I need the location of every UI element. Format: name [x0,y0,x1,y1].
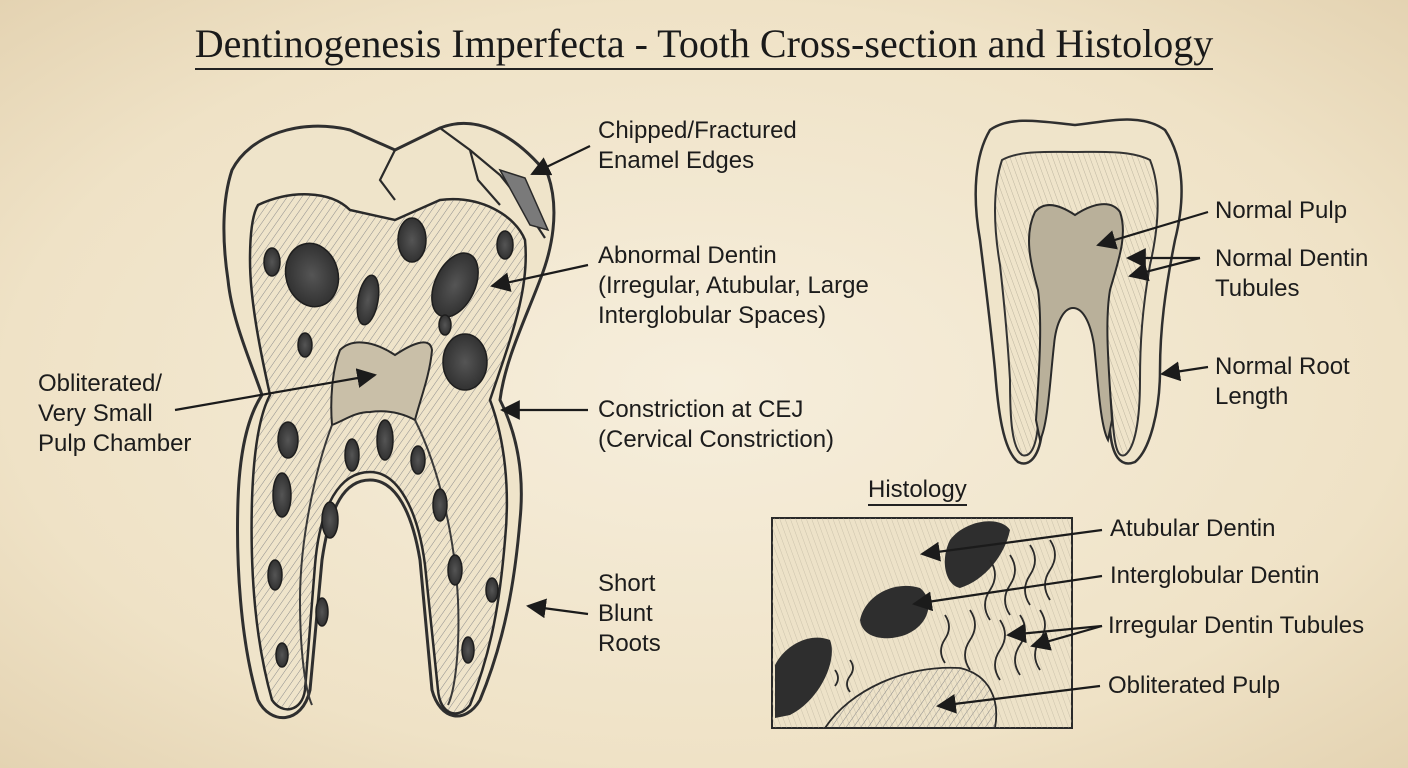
arrow-obliterated-pulp [936,684,1101,714]
arrow-interglobular [912,574,1103,612]
label-line: Enamel Edges [598,147,755,174]
arrow-normal-pulp [1096,210,1209,250]
label-line: Tubules [1215,275,1300,302]
arrow-normal-root [1160,361,1209,382]
abnormal-pulp-chamber [330,341,434,427]
histology-blob-mid [860,585,929,639]
arrow-abnormal-dentin [490,263,589,292]
histology-title: Histology [868,476,967,506]
pointer-arrows [174,145,1209,714]
label-normal-dentin-tubules: Normal Dentin Tubules [1215,244,1368,304]
label-obliterated-pulp-chamber: Obliterated/ Very Small Pulp Chamber [38,369,191,459]
arrow-normal-tubules-b [1128,256,1201,282]
arrow-obliterated-chamber [174,368,377,412]
label-line: Short [598,570,656,597]
label-abnormal-dentin: Abnormal Dentin (Irregular, Atubular, La… [598,241,869,331]
label-atubular-dentin: Atubular Dentin [1110,514,1275,544]
arrow-irregular-tubules-b [1030,624,1103,651]
label-normal-root-length: Normal Root Length [1215,352,1350,412]
label-interglobular-dentin: Interglobular Dentin [1110,561,1319,591]
page-title: Dentinogenesis Imperfecta - Tooth Cross-… [0,20,1408,70]
label-line: Obliterated Pulp [1108,672,1281,699]
label-line: Normal Pulp [1215,197,1348,224]
label-line: Normal Root [1215,353,1350,380]
abnormal-root-canal-right [414,419,460,706]
label-line: Interglobular Spaces) [598,302,827,329]
label-line: Length [1215,383,1289,410]
label-chipped-enamel: Chipped/Fractured Enamel Edges [598,116,797,176]
label-line: Interglobular Dentin [1110,562,1320,589]
label-line: Constriction at CEJ [598,396,804,423]
label-line: Obliterated/ [38,370,163,397]
normal-pulp [1028,203,1124,443]
label-normal-pulp: Normal Pulp [1215,196,1347,226]
label-line: Irregular Dentin Tubules [1108,612,1365,639]
arrow-short-roots [526,598,589,619]
arrow-irregular-tubules-a [1006,623,1103,644]
interglobular-spaces [263,217,514,668]
abnormal-tooth [222,121,556,719]
label-line: Atubular Dentin [1110,515,1276,542]
label-line: Normal Dentin [1215,245,1369,272]
label-line: Blunt [598,600,653,627]
histology-panel [771,517,1073,729]
arrow-chipped [530,145,591,176]
arrow-atubular [920,528,1103,562]
label-line: Abnormal Dentin [598,242,777,269]
label-line: Very Small [38,400,153,427]
enamel-chip [498,168,550,232]
label-line: (Irregular, Atubular, Large [598,272,869,299]
label-line: Chipped/Fractured [598,117,797,144]
normal-tooth [974,118,1183,465]
abnormal-root-canal-left [298,424,333,706]
label-line: Pulp Chamber [38,430,192,457]
label-line: (Cervical Constriction) [598,426,835,453]
label-obliterated-pulp: Obliterated Pulp [1108,671,1280,701]
histology-blob-left [775,637,832,718]
label-line: Roots [598,630,661,657]
label-short-roots: Short Blunt Roots [598,569,661,659]
label-irregular-dentin-tubules: Irregular Dentin Tubules [1108,611,1364,641]
histology-blob-top [944,521,1010,588]
label-constriction-cej: Constriction at CEJ (Cervical Constricti… [598,395,834,455]
